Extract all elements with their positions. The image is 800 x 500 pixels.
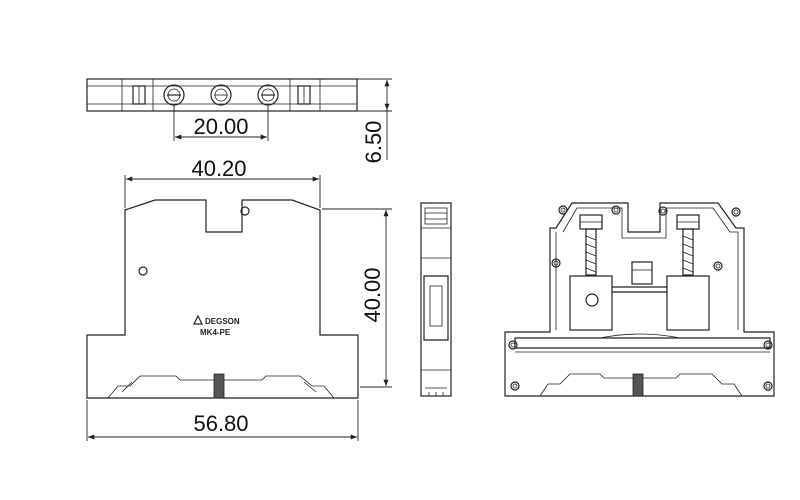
model-name: MK4-PE xyxy=(200,328,231,337)
dim-top-height: 6.50 xyxy=(361,121,386,164)
side-view xyxy=(420,202,452,397)
front-hole-left xyxy=(138,266,148,276)
brand-name: DEGSON xyxy=(205,317,240,326)
front-screw-foot xyxy=(213,373,225,399)
right-clamp xyxy=(666,214,710,331)
dim-top-spacing: 20.00 xyxy=(193,114,248,139)
top-screw-left xyxy=(163,84,185,106)
front-view: DEGSON MK4-PE 40.20 40.00 56.80 xyxy=(86,156,392,441)
front-hole-top xyxy=(240,206,250,216)
dim-body-width: 40.20 xyxy=(191,156,246,181)
dim-base-width: 56.80 xyxy=(193,411,248,436)
left-clamp xyxy=(569,214,613,331)
top-view: 20.00 6.50 xyxy=(86,78,392,164)
section-view xyxy=(504,202,775,397)
dim-body-height: 40.00 xyxy=(360,267,385,322)
degson-logo-icon xyxy=(193,314,203,325)
top-screw-center xyxy=(210,84,232,106)
top-screw-right xyxy=(257,84,279,106)
